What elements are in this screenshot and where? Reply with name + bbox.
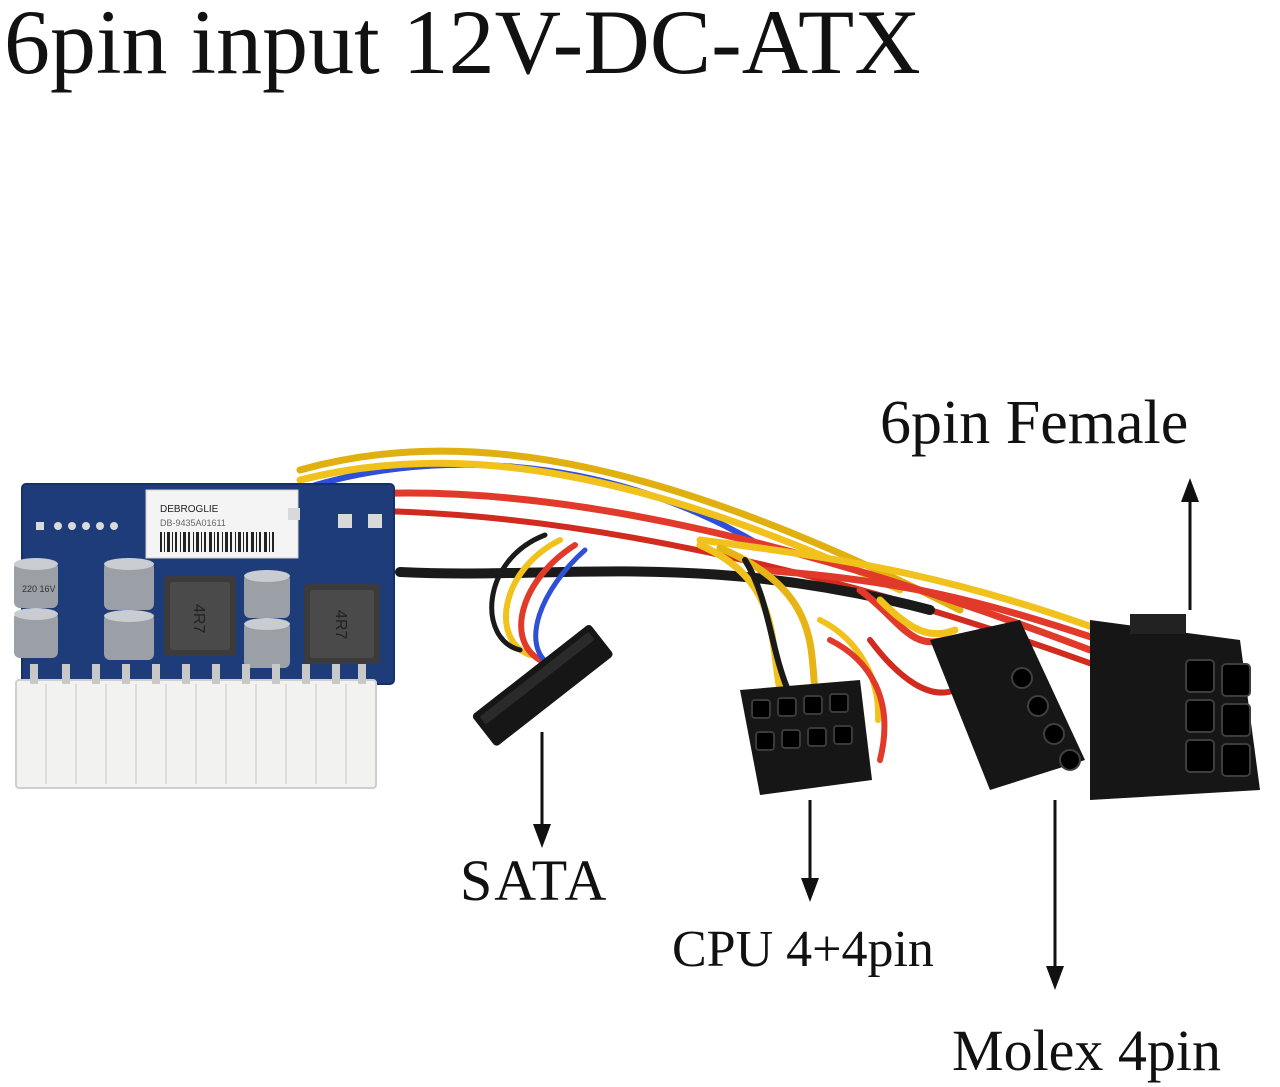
board-solder-pads: [36, 508, 382, 530]
label-molex: Molex 4pin: [952, 1018, 1222, 1083]
wire-bundle: [296, 447, 1104, 763]
callout-arrows: [533, 478, 1199, 990]
wire-sata-red: [518, 542, 578, 663]
board-brand: DEBROGLIE: [160, 504, 219, 515]
wire-yellow-top1: [296, 459, 904, 594]
arrow-up-6pin: [1181, 478, 1199, 610]
board-barcode: [160, 532, 274, 552]
label-sata: SATA: [460, 848, 609, 913]
molex-4pin-connector: [930, 620, 1085, 790]
label-cpu: CPU 4+4pin: [672, 921, 934, 978]
wire-cpu-right-red: [827, 637, 888, 763]
sata-connector: [472, 625, 613, 746]
six-pin-female-connector: [1090, 614, 1260, 800]
wire-sata-blue: [533, 547, 588, 668]
wire-sata-black: [489, 532, 548, 653]
wire-red-6pin: [756, 566, 1104, 644]
arrow-down-cpu: [801, 800, 819, 902]
arrow-down-sata: [533, 732, 551, 848]
inductor-marking-left: 4R7: [190, 604, 207, 633]
wire-black-mid: [395, 566, 935, 615]
arrow-down-molex: [1046, 800, 1064, 990]
atx-24pin-connector: [15, 664, 377, 789]
inductors: 4R7 4R7: [164, 576, 380, 664]
wire-cpu-yellow2: [716, 544, 819, 694]
wire-cpu-black: [742, 557, 793, 698]
capacitors: 220 16V: [14, 558, 290, 668]
wire-cpu-right-yellow: [817, 617, 882, 723]
inductor-marking-right: 4R7: [332, 610, 349, 639]
wire-yellow-top2: [296, 447, 964, 614]
page-title: 6pin input 12V-DC-ATX: [4, 0, 921, 93]
label-6pin-female: 6pin Female: [880, 389, 1189, 457]
wire-yellow-6pin: [696, 536, 1099, 632]
cpu-4plus4-connector: [740, 680, 872, 795]
board-serial: DB-9435A01611: [160, 518, 226, 528]
wire-red-top: [296, 489, 1094, 654]
wire-molex-red2: [867, 637, 958, 696]
capacitor-marking: 220 16V: [22, 584, 56, 594]
wire-molex-yellow: [876, 596, 959, 638]
pcb-board: DEBROGLIE DB-9435A01611: [14, 483, 395, 685]
